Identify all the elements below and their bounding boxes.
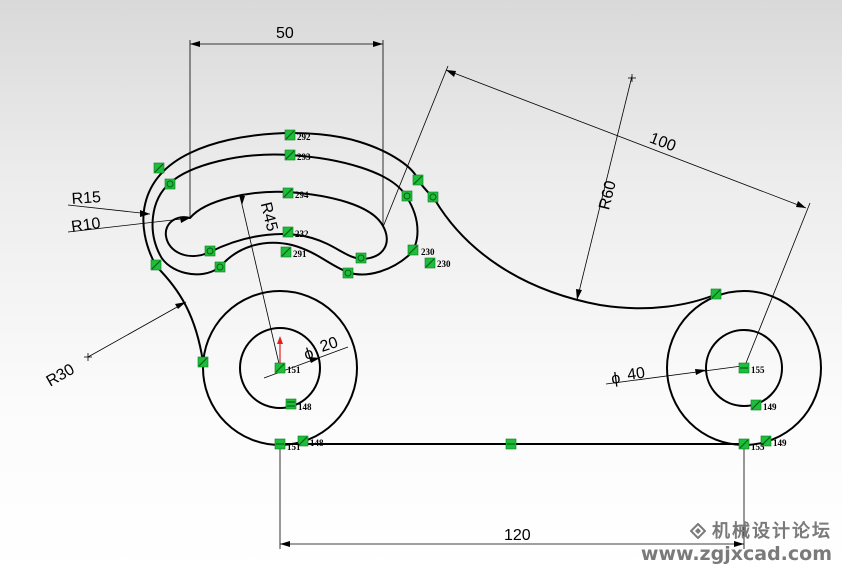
relation-marker[interactable] — [153, 162, 165, 174]
relation-label: 155 — [751, 365, 765, 375]
relation-label: 292 — [297, 132, 311, 142]
dim-slant-100[interactable]: 100 — [647, 130, 678, 155]
dim-dia40-symbol: ϕ — [610, 370, 621, 388]
relation-label: 230 — [437, 259, 451, 269]
dimensions: 50 120 100 R60 R45 R15 R10 — [44, 25, 811, 549]
dim-r60[interactable]: R60 — [596, 179, 620, 212]
relation-label: 291 — [293, 249, 307, 259]
relation-marker[interactable] — [284, 129, 296, 141]
relation-marker[interactable] — [412, 174, 424, 186]
dim-r30[interactable]: R30 — [44, 361, 78, 390]
relation-marker[interactable] — [164, 178, 176, 190]
relation-marker[interactable] — [710, 288, 722, 300]
relation-marker[interactable] — [274, 438, 286, 450]
relation-label: 294 — [295, 190, 309, 200]
relation-marker[interactable] — [282, 187, 294, 199]
relation-label: 149 — [763, 402, 777, 412]
relation-label: 149 — [773, 438, 787, 448]
relation-label: 293 — [297, 152, 311, 162]
relation-label: 151 — [287, 442, 301, 452]
relation-marker[interactable] — [274, 362, 286, 374]
relation-marker[interactable] — [342, 267, 354, 279]
relation-labels: 292 293 294 232 291 230 230 151 148 151 … — [287, 132, 787, 452]
relation-marker[interactable] — [355, 252, 367, 264]
relation-markers — [150, 129, 772, 450]
dim-r45[interactable]: R45 — [257, 200, 281, 233]
relation-marker[interactable] — [297, 435, 309, 447]
slot-outer-loop[interactable] — [151, 153, 419, 276]
relation-marker[interactable] — [750, 399, 762, 411]
relation-marker[interactable] — [738, 362, 750, 374]
relation-marker[interactable] — [407, 244, 419, 256]
watermark-site-name: 机械设计论坛 — [712, 521, 832, 542]
relation-marker[interactable] — [427, 191, 439, 203]
dim-r10[interactable]: R10 — [70, 215, 102, 236]
relation-marker[interactable] — [401, 190, 413, 202]
dim-dia40[interactable]: 40 — [626, 365, 646, 384]
relation-marker[interactable] — [150, 259, 162, 271]
relation-label: 148 — [310, 438, 324, 448]
relation-label: 148 — [298, 402, 312, 412]
relation-marker[interactable] — [284, 149, 296, 161]
relation-marker[interactable] — [280, 246, 292, 258]
left-inner-circle[interactable] — [239, 327, 321, 409]
relation-marker[interactable] — [197, 356, 209, 368]
relation-marker[interactable] — [285, 398, 297, 410]
dim-dia20[interactable]: 20 — [318, 334, 340, 356]
diamond-logo-icon — [690, 523, 706, 539]
relation-marker[interactable] — [738, 438, 750, 450]
right-inner-circle[interactable] — [705, 329, 783, 407]
relation-marker[interactable] — [282, 226, 294, 238]
relation-label: 232 — [295, 229, 309, 239]
r30-arc[interactable] — [155, 265, 204, 363]
dim-r15[interactable]: R15 — [71, 189, 102, 208]
watermark-url: www.zgjxcad.com — [640, 543, 832, 565]
relation-marker[interactable] — [505, 438, 517, 450]
watermark-title-row: 机械设计论坛 — [641, 517, 832, 543]
relation-marker[interactable] — [760, 435, 772, 447]
relation-label: 230 — [421, 247, 435, 257]
relation-label: 155 — [751, 442, 765, 452]
site-watermark: 机械设计论坛 www.zgjxcad.com — [641, 517, 832, 565]
dim-top-50[interactable]: 50 — [276, 25, 294, 42]
relation-marker[interactable] — [204, 245, 216, 257]
relation-marker[interactable] — [424, 257, 436, 269]
relation-label: 151 — [287, 365, 301, 375]
dim-bottom-120[interactable]: 120 — [504, 527, 531, 544]
relation-marker[interactable] — [214, 261, 226, 273]
